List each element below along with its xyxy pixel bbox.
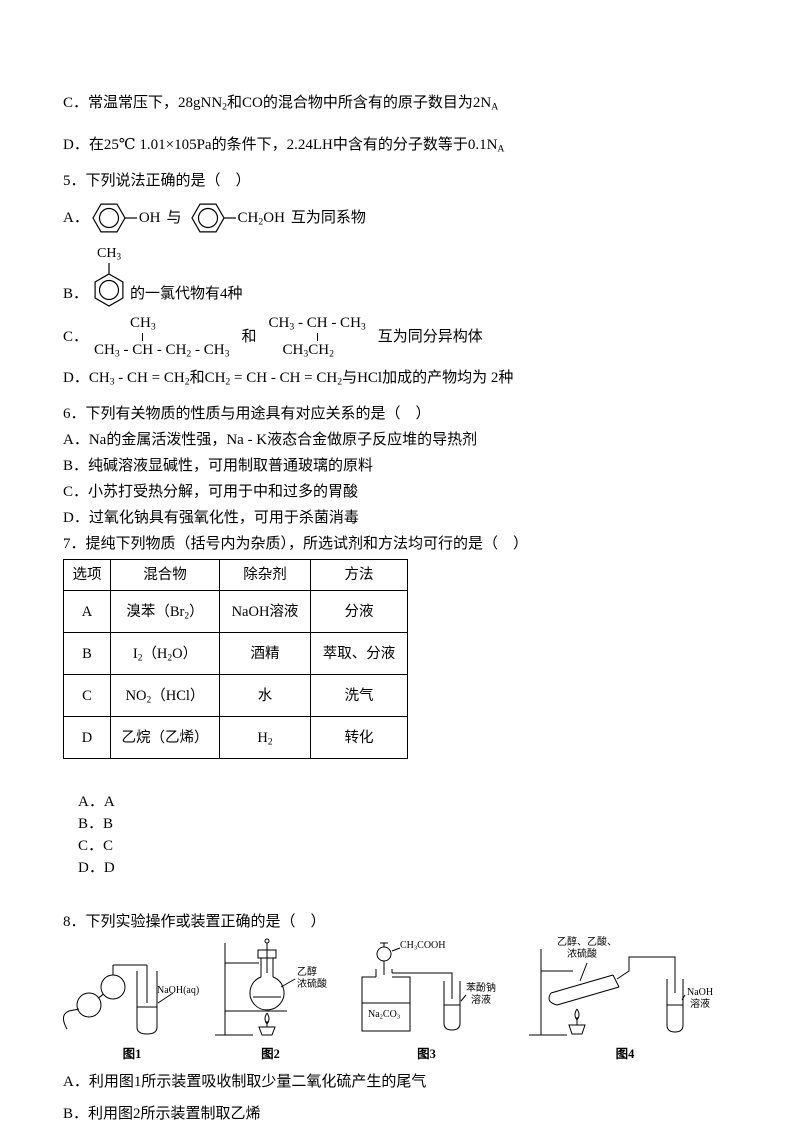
column-header-option: 选项 [63,559,111,591]
table-row: D 乙烷（乙烯） H2 转化 [63,716,408,759]
q5b-tail: 的一氯代物有4种 [130,286,243,302]
apparatus-figure-1: NaOH(aq) 图1 [57,937,207,1065]
q6-stem: 6．下列有关物质的性质与用途具有对应关系的是（ ） [63,406,431,422]
cell-mixture: NO2（HCl） [110,674,220,717]
cell-method: 分液 [310,590,408,633]
bond-line [142,333,144,341]
fig4-tube-label-line2: 溶液 [690,999,710,1010]
benzene-ring-with-top-bond [94,263,124,307]
q6-option-d: D．过氧化钠具有强氧化性，可用于杀菌消毒 [63,510,359,526]
table-row: C NO2（HCl） 水 洗气 [63,674,408,717]
structure1-branch: CH3 [130,315,156,333]
answer-d: D．D [78,860,115,876]
bond-line [316,333,318,341]
fig3-tube-label-line2: 溶液 [471,995,491,1006]
cell-reagent: 水 [219,674,311,717]
fig2-caption: 图2 [261,1047,280,1061]
cell-mixture: I2（H2O） [110,632,220,675]
fig4-label-line2: 浓硫酸 [567,949,597,960]
cell-reagent: 酒精 [219,632,311,675]
fig3-caption: 图3 [417,1047,436,1061]
structure2-branch: CH3CH2 [282,342,334,360]
structure2-chain: CH3 - CH - CH3 [268,315,366,333]
fig2-label-line1: 乙醇 [297,967,317,978]
table-row: B I2（H2O） 酒精 萃取、分液 [63,632,408,675]
fig3-glassware [361,942,467,1032]
answer-c: C．C [78,838,114,854]
q8-apparatus-figures: NaOH(aq) 图1 [57,937,736,1065]
q6-option-a: A．Na的金属活泼性强，Na - K液态合金做原子反应堆的导热剂 [63,432,478,448]
fig1-caption: 图1 [122,1047,142,1061]
q5a-benzyl-group: CH2OH [237,210,285,228]
column-header-mixture: 混合物 [110,559,220,591]
fig2-glassware [215,938,296,1036]
fig2-label-line2: 浓硫酸 [297,979,327,990]
q8-option-b: B．利用图2所示装置制取乙烯 [63,1106,261,1122]
q8-stem: 8．下列实验操作或装置正确的是（ ） [63,914,326,930]
q5a-label: A． [63,210,89,226]
fig4-drawing: 乙醇、乙酸、 浓硫酸 NaOH 溶液 [525,937,725,1041]
answer-a: A．A [78,794,115,810]
fig4-label-line1: 乙醇、乙酸、 [557,937,617,948]
q6-option-c: C．小苏打受热分解，可用于中和过多的胃酸 [63,484,359,500]
q5a-joiner: 与 [166,210,182,226]
cell-method: 转化 [310,716,408,759]
cell-method: 萃取、分液 [310,632,408,675]
cell-option: C [63,674,111,717]
isomer-structure-1: CH3 CH3 - CH - CH2 - CH3 [94,315,229,359]
q5-stem: 5．下列说法正确的是（ ） [63,173,251,189]
q5c-tail: 互为同分异构体 [377,329,483,345]
cell-reagent: H2 [219,716,311,759]
q5-option-b: B． CH3 的一氯代物有4种 [63,246,736,307]
fig1-glassware [63,964,174,1035]
fig1-solution-label: NaOH(aq) [157,985,200,996]
apparatus-figure-3: CH3COOH Na2CO3 苯酚钠 溶液 图3 [334,937,519,1065]
q8-option-a: A．利用图1所示装置吸收制取少量二氧化硫产生的尾气 [63,1074,427,1090]
cell-mixture: 乙烷（乙烯） [110,716,220,759]
isomer-structure-2: CH3 - CH - CH3 CH3CH2 [269,315,366,359]
q5-option-c: C． CH3 CH3 - CH - CH2 - CH3 和 CH3 - CH -… [63,315,736,359]
q5a-tail: 互为同系物 [290,210,366,226]
structure1-chain: CH3 - CH - CH2 - CH3 [94,342,230,360]
cell-reagent: NaOH溶液 [219,590,311,633]
cell-mixture: 溴苯（Br2） [110,590,220,633]
q5c-joiner: 和 [241,329,257,345]
fig3-drawing: CH3COOH Na2CO3 苯酚钠 溶液 [334,937,519,1041]
fig4-glassware [529,949,686,1036]
fig1-drawing: NaOH(aq) [57,937,207,1041]
q7-answer-choices: A．A B．B C．C D．D [63,769,736,901]
answer-b: B．B [78,816,114,832]
table-header-row: 选项 混合物 除杂剂 方法 [63,559,408,591]
cell-option: D [63,716,111,759]
fig2-drawing: 乙醇 浓硫酸 [213,937,328,1041]
cell-option: B [63,632,111,675]
q5c-label: C． [63,329,89,345]
toluene-diagram: CH3 [92,246,126,307]
q4-option-d: D．在25℃ 1.01×105Pa的条件下，2.24LH中含有的分子数等于0.1… [63,137,505,155]
q5a-phenol-group: OH [138,210,161,226]
column-header-method: 方法 [310,559,408,591]
q5b-label: B． [63,286,89,302]
q5-option-a: A． OH 与 CH2OH 互为同系物 [63,198,736,238]
fig3-bottle-label: Na2CO3 [368,1009,401,1021]
cell-method: 洗气 [310,674,408,717]
fig3-tube-label-line1: 苯酚钠 [466,983,496,994]
benzene-ring-diagram [92,203,137,233]
cell-option: A [63,590,111,633]
fig3-funnel-label: CH3COOH [400,940,446,952]
fig4-caption: 图4 [615,1047,635,1061]
column-header-reagent: 除杂剂 [219,559,311,591]
q7-stem: 7．提纯下列物质（括号内为杂质），所选试剂和方法均可行的是（ ） [63,536,529,552]
benzene-ring-diagram [190,203,236,233]
q5-option-d: D．CH3 - CH = CH2和CH2 = CH - CH = CH2与HCl… [63,370,514,388]
apparatus-figure-4: 乙醇、乙酸、 浓硫酸 NaOH 溶液 图4 [525,937,725,1065]
q7-purification-table: 选项 混合物 除杂剂 方法 A 溴苯（Br2） NaOH溶液 分液 B I2（H… [63,559,408,759]
fig4-tube-label-line1: NaOH [687,987,714,998]
q6-option-b: B．纯碱溶液显碱性，可用制取普通玻璃的原料 [63,458,374,474]
apparatus-figure-2: 乙醇 浓硫酸 图2 [213,937,328,1065]
q4-option-c: C．常温常压下，28gNN2和CO的混合物中所含有的原子数目为2NA [63,95,499,113]
q5b-methyl-group: CH3 [97,246,122,262]
table-row: A 溴苯（Br2） NaOH溶液 分液 [63,590,408,633]
